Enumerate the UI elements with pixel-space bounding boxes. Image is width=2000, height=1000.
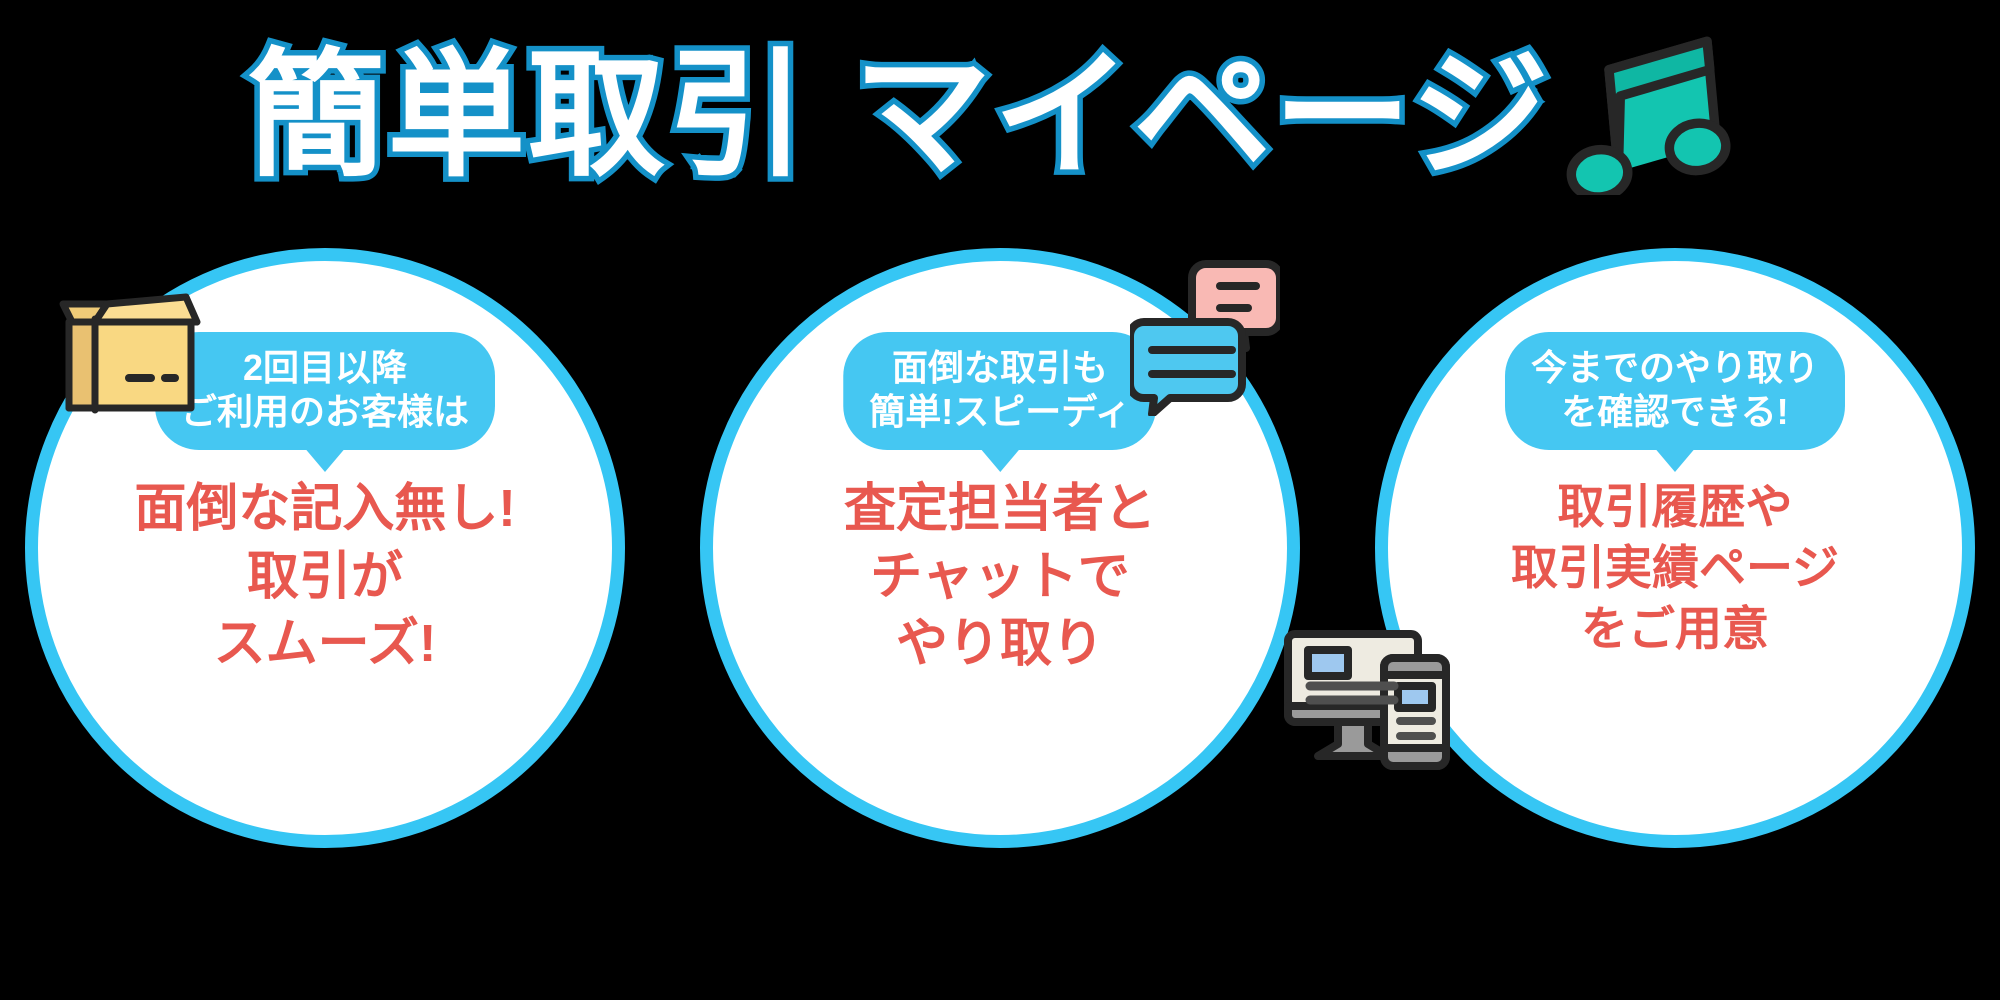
card-bubble-line-2: ご利用のお客様は: [180, 390, 470, 432]
card-transaction-history[interactable]: 今までのやり取り を確認できる! 取引履歴や 取引実績ページ をご用意: [1284, 248, 1975, 848]
card-headline-line-2: 取引実績ページ: [1510, 541, 1840, 595]
card-bubble-line-1: 面倒な取引も: [891, 347, 1108, 388]
card-chat-with-staff[interactable]: 面倒な取引も 簡単!スピーディ 査定担当者と チャットで やり取り: [700, 248, 1300, 848]
card-repeat-customer[interactable]: 2回目以降 ご利用のお客様は 面倒な記入無し! 取引が スムーズ!: [25, 248, 625, 848]
page-title: 簡単取引 マイページ: [0, 36, 2000, 195]
card-bubble: 今までのやり取り を確認できる!: [1504, 332, 1846, 450]
card-headline-line-1: 取引履歴や: [1557, 480, 1793, 533]
card-bubble-line-1: 今までのやり取り: [1530, 347, 1820, 388]
card-bubble-line-1: 2回目以降: [242, 347, 408, 388]
card-bubble-line-2: を確認できる!: [1561, 390, 1789, 432]
cardboard-box-icon: [59, 293, 201, 414]
card-headline-line-3: をご用意: [1581, 602, 1769, 656]
card-headline-line-2: チャットで: [870, 547, 1130, 606]
card-headline-line-3: やり取り: [895, 615, 1104, 674]
card-headline-line-2: 取引が: [246, 547, 403, 606]
card-bubble: 2回目以降 ご利用のお客様は: [154, 332, 496, 450]
card-bubble-line-2: 簡単!スピーディ: [869, 390, 1131, 432]
music-note-icon: [1566, 36, 1731, 195]
card-headline: 取引履歴や 取引実績ページ をご用意: [1375, 476, 1975, 659]
card-headline-line-3: スムーズ!: [213, 615, 437, 674]
chat-bubbles-icon: [1130, 260, 1280, 416]
feature-cards: 2回目以降 ご利用のお客様は 面倒な記入無し! 取引が スムーズ!: [0, 248, 2000, 988]
desktop-and-phone-icon: [1284, 630, 1450, 770]
card-headline-line-1: 面倒な記入無し!: [134, 480, 516, 538]
page-title-part2: マイページ: [848, 38, 1554, 194]
card-headline: 査定担当者と チャットで やり取り: [700, 476, 1300, 679]
card-bubble: 面倒な取引も 簡単!スピーディ: [843, 332, 1157, 450]
page-title-part1: 簡単取引: [242, 38, 811, 194]
card-headline-line-1: 査定担当者と: [843, 480, 1156, 538]
card-headline: 面倒な記入無し! 取引が スムーズ!: [25, 476, 625, 679]
